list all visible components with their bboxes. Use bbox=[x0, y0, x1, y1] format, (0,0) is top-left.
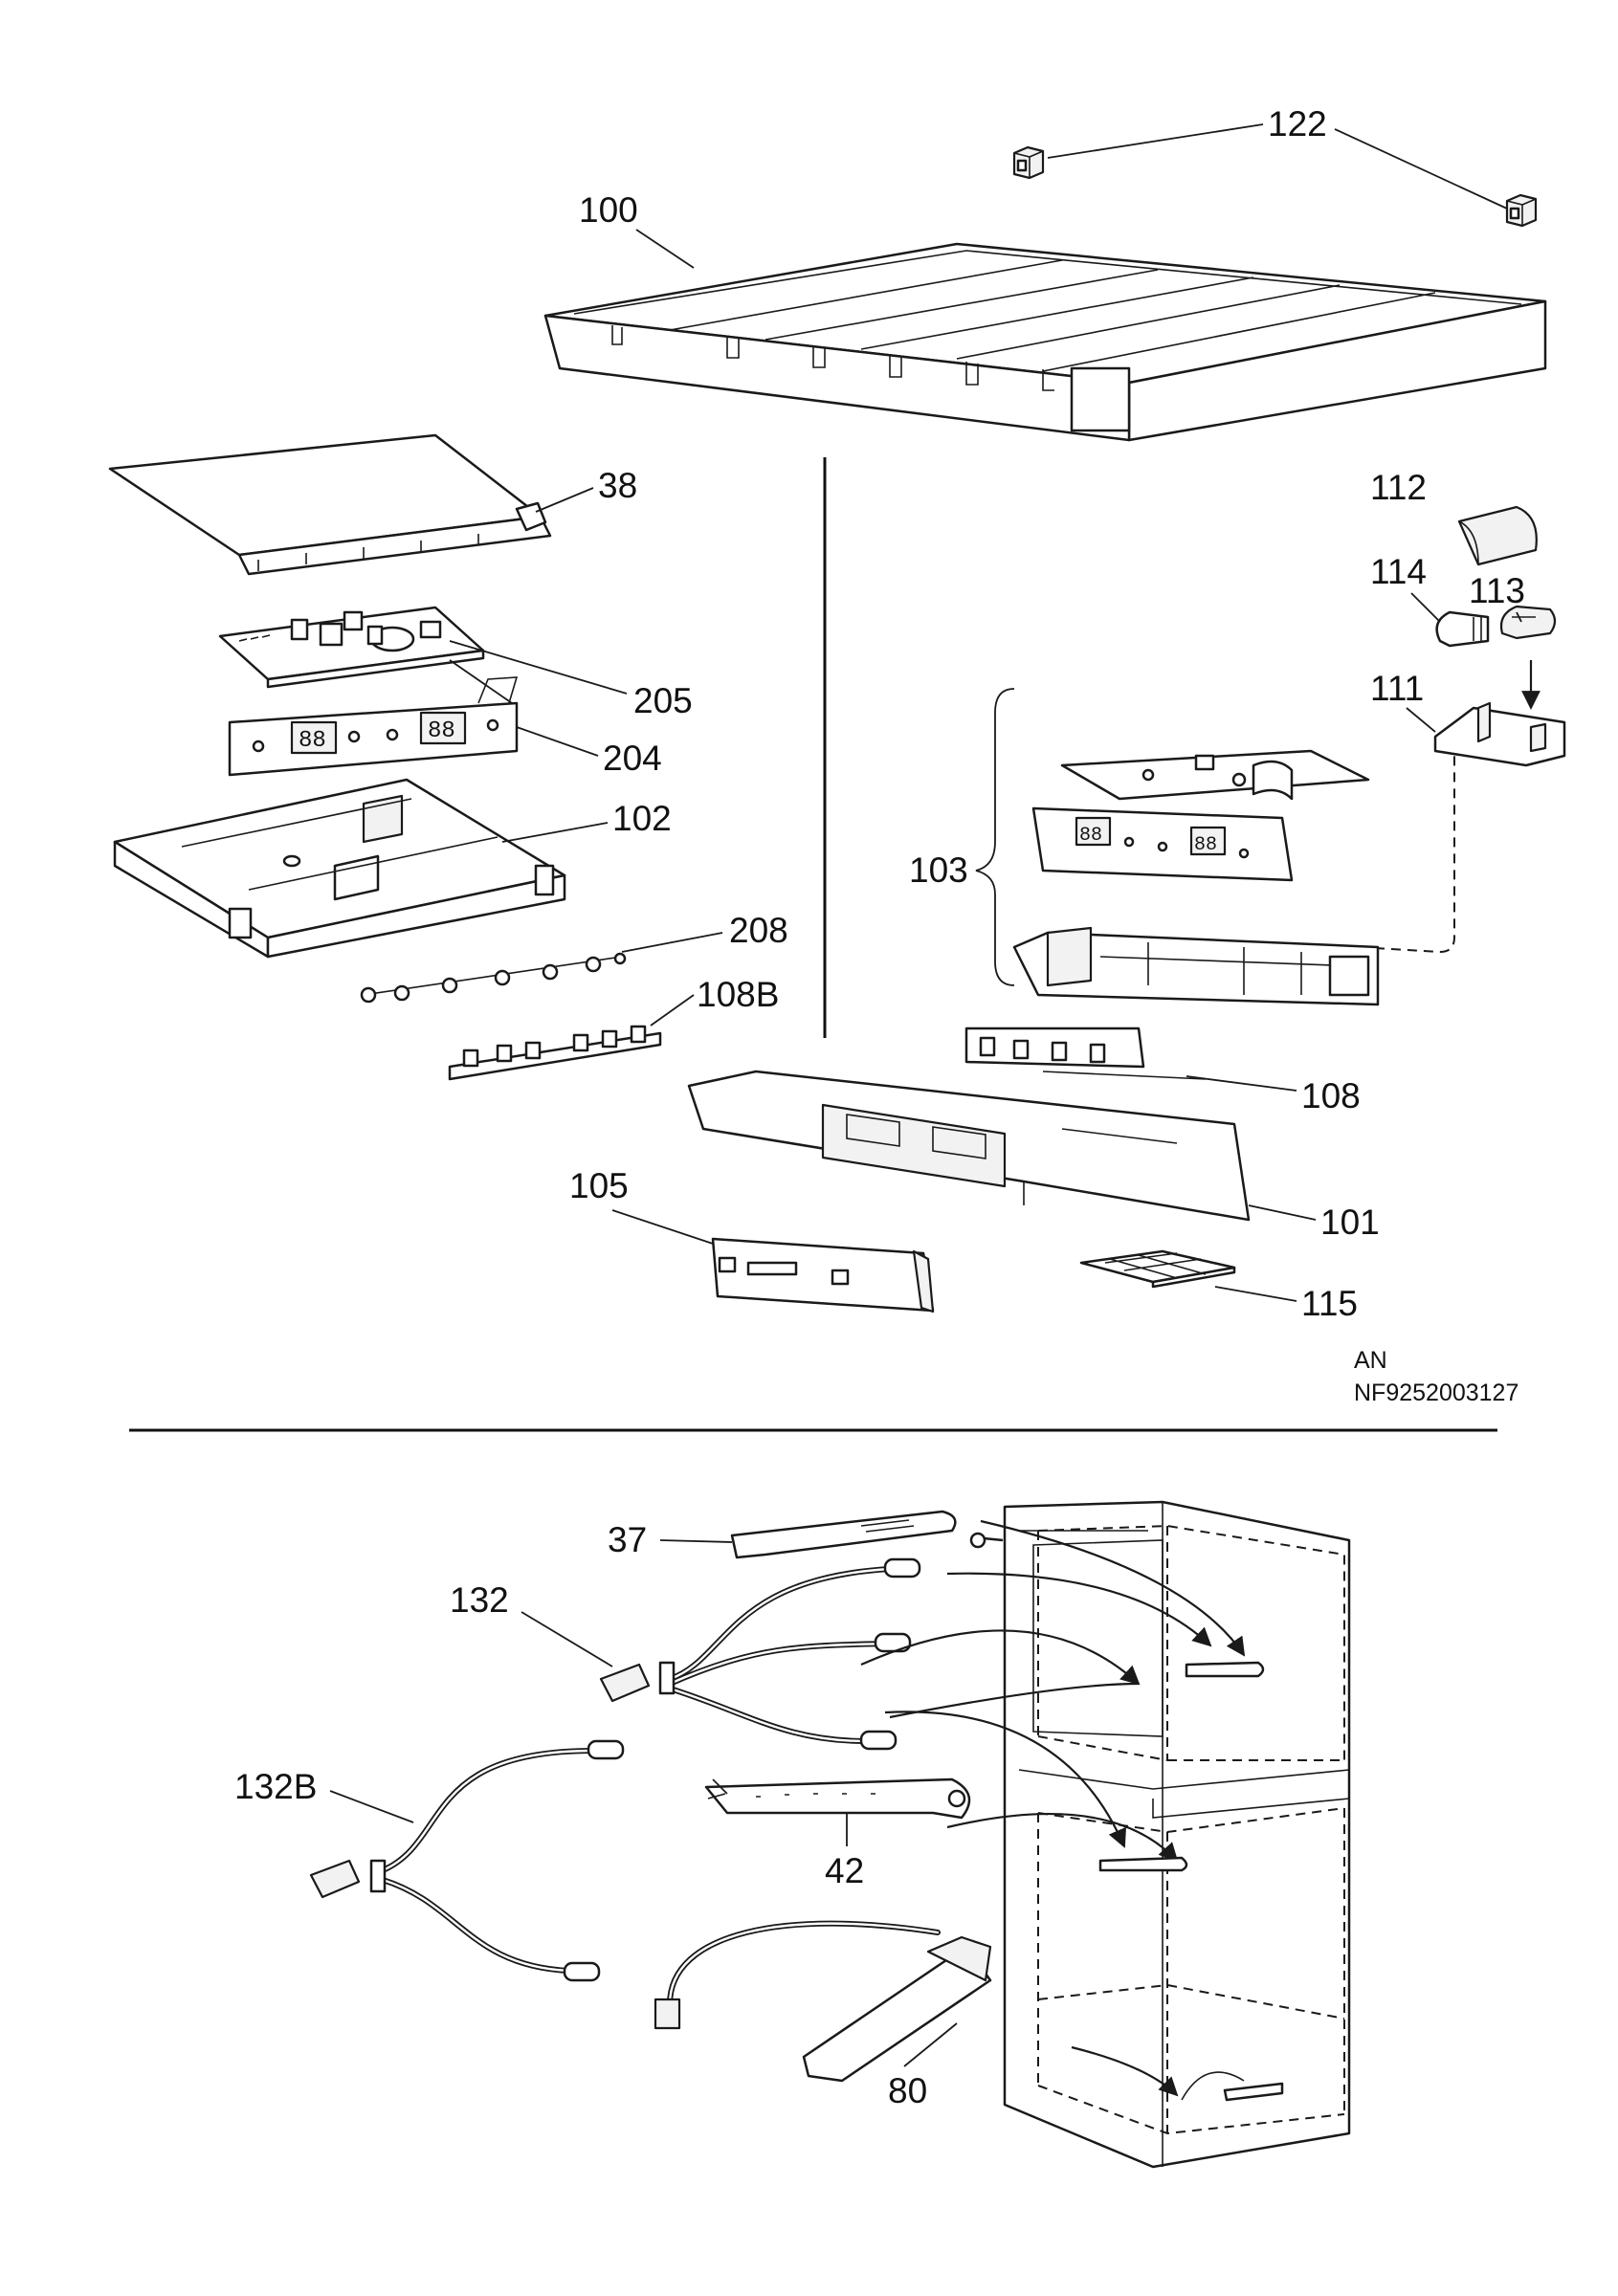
label-80: 80 bbox=[888, 2071, 927, 2110]
refrigerator-cabinet bbox=[1003, 1500, 1351, 2169]
leader-102 bbox=[501, 822, 609, 843]
leader-113 bbox=[1516, 611, 1522, 623]
leader-208 bbox=[621, 932, 723, 953]
label-132: 132 bbox=[450, 1580, 509, 1620]
label-114: 114 bbox=[1370, 552, 1427, 591]
hinge-cap-right bbox=[1505, 193, 1538, 228]
display-board: 88 88 bbox=[228, 676, 519, 777]
install-arrow-80 bbox=[1071, 2045, 1179, 2097]
label-105: 105 bbox=[569, 1166, 629, 1205]
install-arrow-132-a bbox=[946, 1572, 1212, 1647]
install-arrow-132-c bbox=[889, 1682, 1140, 1719]
install-arrow-42 bbox=[946, 1812, 1179, 1863]
hinge-cap-left bbox=[1012, 145, 1045, 180]
leader-108 bbox=[1186, 1075, 1297, 1092]
drawing-code-line2: NF9252003127 bbox=[1354, 1380, 1518, 1406]
install-arrow-132-d bbox=[884, 1711, 1126, 1848]
lamp-holder bbox=[1499, 605, 1557, 640]
label-204: 204 bbox=[603, 739, 662, 778]
leader-100 bbox=[635, 229, 695, 269]
bracket-103 bbox=[975, 688, 1015, 986]
label-112: 112 bbox=[1370, 468, 1427, 507]
label-108b: 108B bbox=[697, 975, 779, 1014]
spring-contact-strip bbox=[360, 952, 627, 1004]
drawing-code-line1: AN bbox=[1354, 1347, 1387, 1374]
svg-text:88: 88 bbox=[1194, 834, 1217, 856]
control-box-housing bbox=[113, 778, 566, 959]
assembly-display-board: 88 88 bbox=[1031, 806, 1294, 882]
label-38: 38 bbox=[598, 466, 637, 505]
label-42: 42 bbox=[825, 1851, 864, 1890]
leader-101 bbox=[1248, 1204, 1317, 1221]
control-panel-trim bbox=[687, 1070, 1251, 1222]
label-208: 208 bbox=[729, 911, 788, 950]
label-132b: 132B bbox=[234, 1767, 317, 1806]
label-103: 103 bbox=[909, 850, 968, 890]
leader-204 bbox=[516, 726, 599, 757]
installed-probe-80 bbox=[1181, 2071, 1284, 2102]
sensor-harness-132b bbox=[309, 1739, 625, 1982]
button-panel bbox=[711, 1237, 935, 1314]
top-cover-panel bbox=[543, 242, 1547, 442]
lamp-housing bbox=[1433, 701, 1566, 767]
leader-105 bbox=[611, 1209, 714, 1245]
label-100: 100 bbox=[579, 190, 638, 230]
leader-122-b bbox=[1334, 128, 1508, 210]
leader-132 bbox=[521, 1611, 613, 1667]
svg-text:88: 88 bbox=[428, 718, 455, 744]
leader-205 bbox=[449, 640, 628, 695]
sensor-holder-42 bbox=[704, 1777, 971, 1820]
svg-text:88: 88 bbox=[1079, 825, 1102, 847]
sensor-clip bbox=[730, 1510, 1004, 1559]
label-122: 122 bbox=[1268, 104, 1327, 144]
sensor-harness-132 bbox=[599, 1557, 921, 1751]
label-113: 113 bbox=[1469, 571, 1525, 610]
lamp-bulb bbox=[1435, 610, 1490, 648]
label-108: 108 bbox=[1301, 1076, 1361, 1115]
switch-strip-right bbox=[964, 1027, 1207, 1080]
leader-108b bbox=[650, 994, 695, 1027]
control-box-cover bbox=[108, 433, 552, 576]
power-control-board bbox=[218, 606, 485, 689]
leader-37 bbox=[659, 1539, 733, 1543]
label-115: 115 bbox=[1301, 1284, 1358, 1323]
installed-clip-37 bbox=[1185, 1661, 1265, 1678]
label-101: 101 bbox=[1320, 1203, 1380, 1242]
air-filter-grid bbox=[1079, 1249, 1236, 1289]
label-37: 37 bbox=[608, 1520, 647, 1559]
leader-111 bbox=[1406, 707, 1436, 733]
leader-115 bbox=[1214, 1286, 1297, 1302]
sensor-probe-80 bbox=[654, 1920, 992, 2083]
installed-holder-42 bbox=[1098, 1856, 1188, 1872]
leader-38 bbox=[535, 487, 594, 513]
leader-132b bbox=[329, 1790, 414, 1823]
label-205: 205 bbox=[633, 681, 693, 720]
ribbon-cable bbox=[449, 659, 513, 704]
lamp-cover bbox=[1457, 505, 1538, 566]
assembly-top-plate bbox=[1060, 749, 1370, 801]
assembly-housing bbox=[1012, 926, 1380, 1006]
svg-text:88: 88 bbox=[299, 728, 326, 754]
leader-122-a bbox=[1047, 123, 1264, 159]
install-arrow-37 bbox=[980, 1519, 1246, 1657]
wire-route-dashed bbox=[1358, 756, 1455, 954]
install-arrow-132-b bbox=[860, 1629, 1141, 1686]
label-111: 111 bbox=[1370, 669, 1424, 708]
leader-80 bbox=[903, 2022, 958, 2067]
switch-strip-left bbox=[448, 1025, 662, 1081]
leader-114 bbox=[1410, 592, 1441, 623]
label-102: 102 bbox=[612, 799, 672, 838]
